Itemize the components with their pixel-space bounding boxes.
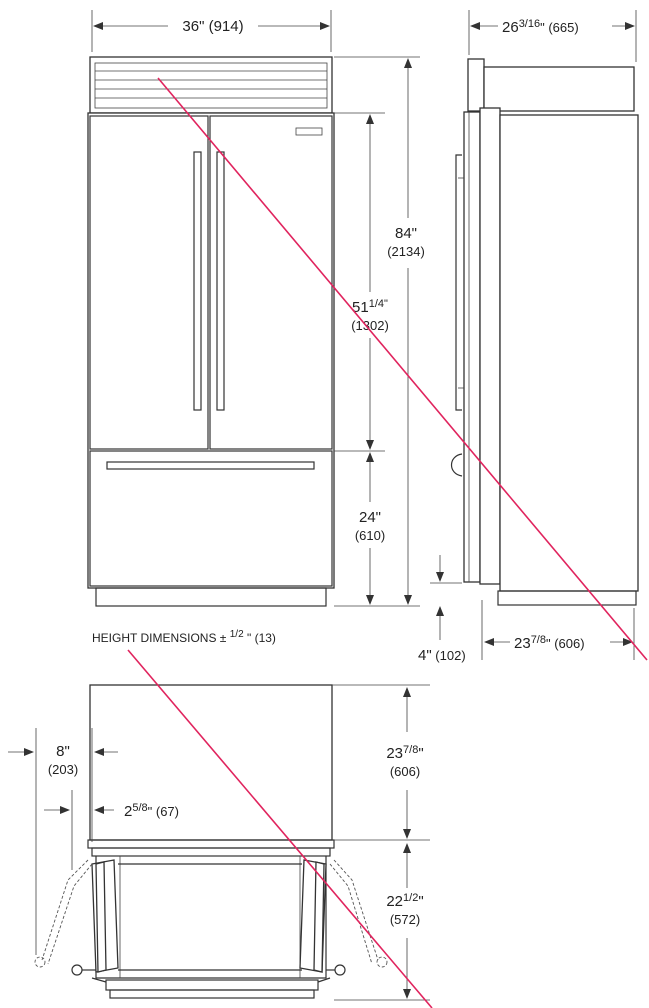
strike-line-upper [157,77,648,661]
door-open-mm: (572) [390,912,420,927]
height-note: HEIGHT DIMENSIONS ± 1/2 " (13) [92,626,276,645]
plan-cabinet [89,684,333,841]
base-height-label: 4" (102) [418,647,466,664]
door-open-label: 221/2" [386,892,423,910]
drawer-handle [106,461,315,470]
toe-kick [95,587,327,607]
total-height-mm: (2134) [387,244,425,259]
lower-height-mm: (610) [355,528,385,543]
door-swing-label: 8" [56,743,70,760]
side-depth-bottom-label: 237/8" (606) [514,634,585,652]
strike-line-lower [127,649,433,1008]
upper-height-label: 511/4" [352,298,388,316]
vertical-dimensions: 84" (2134) 511/4" (1302) 24" (610) 4" (1… [334,56,466,664]
width-top-label: 36" (914) [182,18,243,35]
plan-depth-mm: (606) [390,764,420,779]
lower-height-label: 24" [359,509,381,526]
upper-height-mm: (1302) [351,318,389,333]
side-view: 263/16" (665) 237/8" (606) [450,10,639,660]
side-depth-top-label: 263/16" (665) [502,18,579,36]
logo-badge [295,127,323,136]
left-door [89,115,209,450]
left-door-handle [193,151,202,411]
freezer-drawer [89,450,333,587]
door-profile [463,111,481,583]
right-door [209,115,333,450]
total-height-label: 84" [395,225,417,242]
cabinet-side [499,114,639,592]
front-view: 36" (914) HEIGHT DIMENSIONS ± 1/2 " (13) [87,10,335,645]
plan-depth-label: 237/8" [386,744,423,762]
door-swing-mm: (203) [48,762,78,777]
cabinet-front [87,112,335,589]
top-grille [89,56,333,114]
plan-view: 237/8" (606) 221/2" (572) 8" (203) 25/8"… [8,684,430,1001]
annotation-strike-lines [127,77,648,1008]
door-offset-label: 25/8" (67) [124,802,179,820]
